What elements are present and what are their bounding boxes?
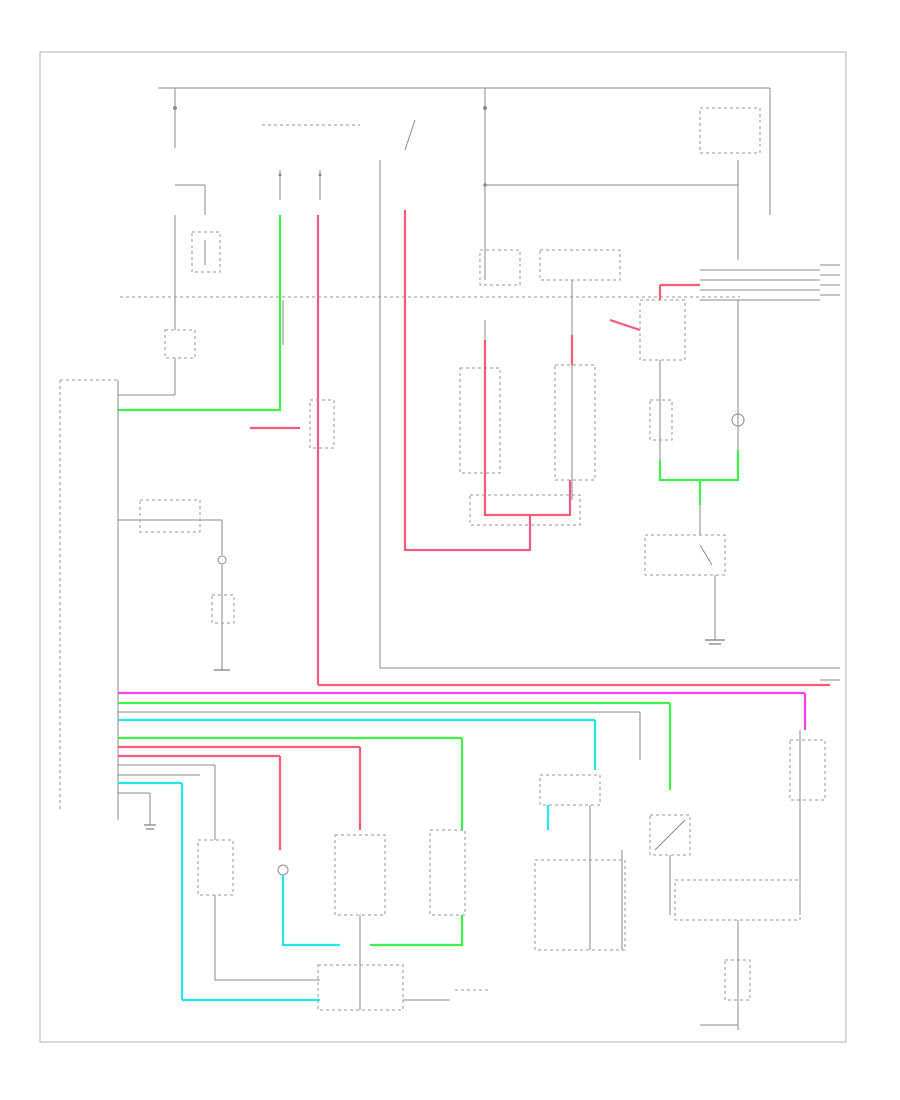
lower-center-relay <box>534 774 626 951</box>
power-feed-center <box>483 88 739 235</box>
relay-module-right <box>609 235 820 470</box>
relay-box-top-right <box>699 107 761 154</box>
green-wire-upper <box>118 215 282 412</box>
switch-box-center <box>309 399 335 449</box>
relay-left-upper <box>174 184 221 300</box>
gray-loop-wire <box>379 215 830 669</box>
switch-right <box>644 534 726 645</box>
left-middle-relay <box>118 499 235 671</box>
right-connector-stubs <box>820 264 840 681</box>
red-wire-right-loop <box>403 210 532 552</box>
relay-left-lower <box>118 300 196 396</box>
lower-right-module <box>649 730 826 1030</box>
green-wire-lower <box>370 915 464 947</box>
power-feed-left <box>158 87 771 215</box>
ignition-switch <box>262 119 416 215</box>
red-wire-module <box>483 340 572 517</box>
cyan-wire-lower-a <box>281 875 340 947</box>
diagram-frame <box>39 51 847 1043</box>
